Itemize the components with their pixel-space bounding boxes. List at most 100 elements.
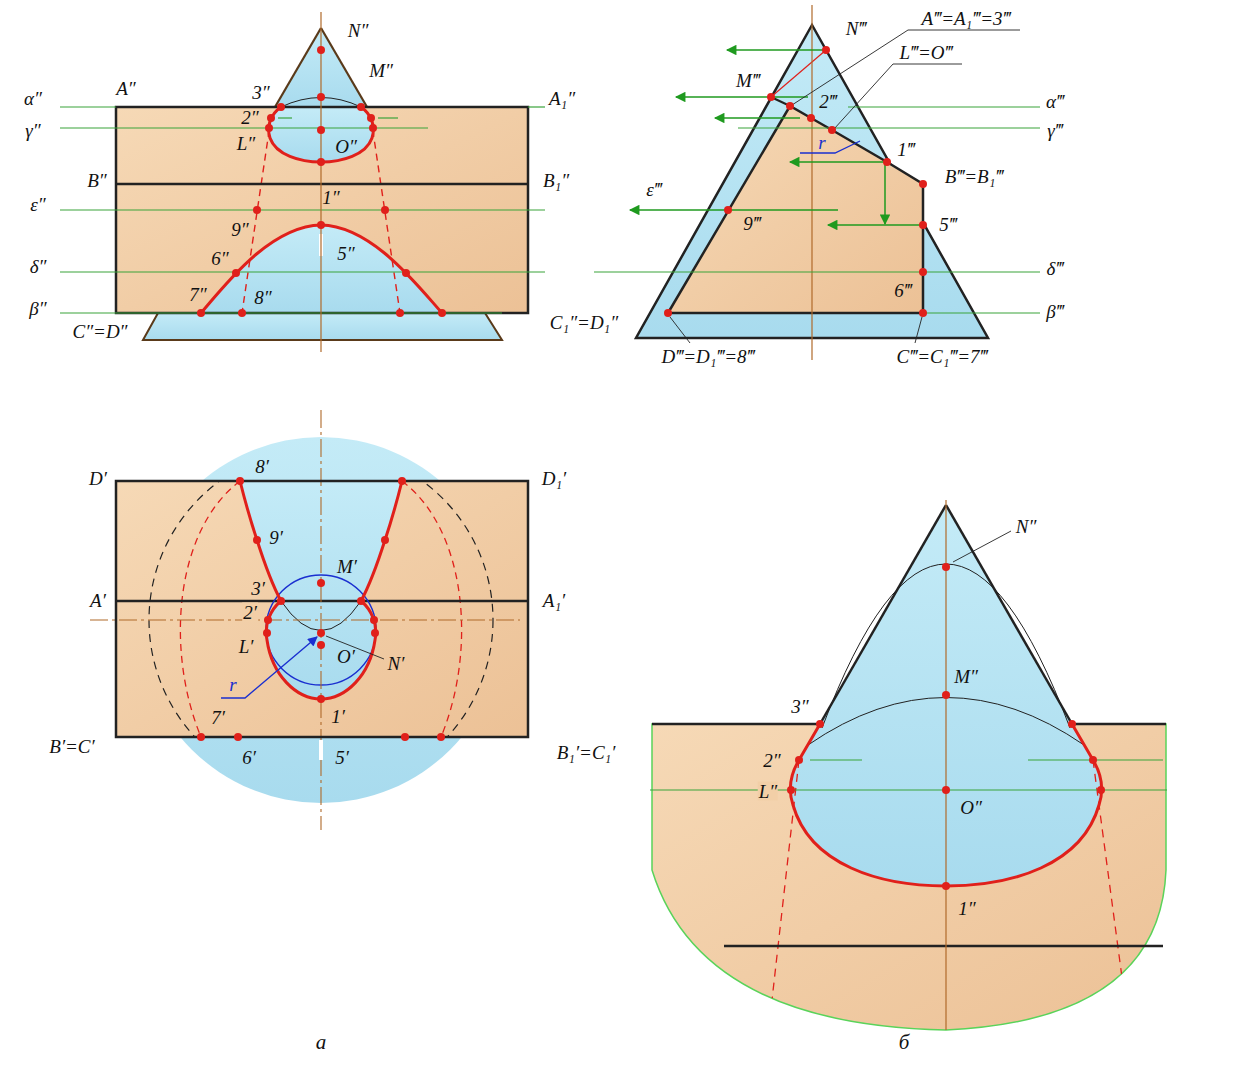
point-label: N‴ bbox=[845, 19, 868, 38]
point-label: 2′ bbox=[242, 603, 258, 622]
side-view bbox=[811, 5, 812, 360]
construction-point bbox=[942, 882, 950, 890]
point-label: O′ bbox=[336, 647, 356, 666]
construction-point bbox=[381, 536, 389, 544]
point-label: L″ bbox=[758, 782, 778, 801]
side-view bbox=[738, 127, 1040, 128]
top-view bbox=[116, 481, 528, 737]
enlarged-view bbox=[724, 945, 1163, 948]
side-view bbox=[800, 141, 860, 153]
enlarged-view bbox=[953, 531, 1011, 562]
side-view bbox=[630, 50, 921, 225]
point-label: 7″ bbox=[188, 285, 207, 304]
side-view bbox=[727, 49, 826, 51]
construction-point bbox=[942, 691, 950, 699]
side-view bbox=[715, 117, 800, 119]
point-label: 5′ bbox=[334, 748, 350, 767]
construction-point bbox=[357, 103, 365, 111]
construction-point bbox=[1089, 756, 1097, 764]
front-view bbox=[143, 313, 502, 340]
construction-point bbox=[795, 756, 803, 764]
point-label: 1″ bbox=[321, 188, 340, 207]
point-label: 6′ bbox=[241, 748, 257, 767]
construction-point bbox=[317, 221, 325, 229]
point-label: 3″ bbox=[251, 83, 270, 102]
point-label: 7′ bbox=[210, 708, 226, 727]
construction-point bbox=[398, 477, 406, 485]
construction-point bbox=[317, 158, 325, 166]
point-label: A‴=A₁‴=3‴ bbox=[921, 9, 1012, 28]
side-view bbox=[923, 312, 1040, 313]
construction-point bbox=[317, 93, 325, 101]
construction-point bbox=[370, 616, 378, 624]
front-view bbox=[275, 28, 321, 107]
enlarged-view bbox=[946, 505, 1072, 724]
point-label: A₁″ bbox=[548, 89, 576, 108]
point-label: 6″ bbox=[210, 249, 229, 268]
point-label: γ‴ bbox=[1046, 121, 1063, 140]
construction-point bbox=[197, 309, 205, 317]
top-view bbox=[319, 740, 323, 760]
point-label: L″ bbox=[236, 134, 256, 153]
enlarged-view bbox=[650, 760, 1167, 790]
point-label: 3″ bbox=[790, 697, 809, 716]
top-view bbox=[221, 637, 317, 698]
top-view bbox=[326, 636, 384, 659]
point-label: C‴=C₁‴=7‴ bbox=[895, 347, 988, 366]
point-label: B″ bbox=[86, 171, 108, 190]
panel-letter: б bbox=[898, 1032, 911, 1053]
front-view bbox=[116, 183, 528, 186]
point-label: β‴ bbox=[1045, 302, 1064, 321]
point-label: r bbox=[817, 133, 826, 152]
point-label: ε‴ bbox=[645, 180, 662, 199]
point-label: 2‴ bbox=[818, 92, 837, 111]
side-view bbox=[790, 161, 885, 163]
top-view bbox=[116, 481, 528, 737]
point-label: 9′ bbox=[268, 528, 284, 547]
construction-point bbox=[942, 563, 950, 571]
construction-point bbox=[277, 597, 285, 605]
point-label: 1‴ bbox=[896, 140, 915, 159]
point-label: 5‴ bbox=[938, 215, 957, 234]
front-view bbox=[60, 271, 545, 272]
side-view bbox=[848, 106, 1040, 107]
point-label: D‴=D₁‴=8‴ bbox=[660, 347, 755, 366]
construction-point bbox=[371, 629, 379, 637]
enlarged-view bbox=[652, 723, 820, 726]
point-label: L′ bbox=[238, 637, 255, 656]
construction-point bbox=[401, 733, 409, 741]
construction-point bbox=[828, 126, 836, 134]
point-label: A′ bbox=[89, 591, 107, 610]
point-label: ε″ bbox=[29, 195, 46, 214]
construction-point bbox=[369, 124, 377, 132]
construction-point bbox=[238, 309, 246, 317]
construction-point bbox=[232, 269, 240, 277]
point-label: A₁′ bbox=[542, 591, 566, 610]
enlarged-view bbox=[650, 500, 1167, 1030]
construction-point bbox=[767, 93, 775, 101]
point-label: M‴ bbox=[735, 71, 761, 90]
construction-point bbox=[197, 733, 205, 741]
side-view bbox=[670, 317, 690, 343]
enlarged-view bbox=[820, 505, 946, 724]
point-label: B′=C′ bbox=[48, 737, 95, 756]
side-view bbox=[594, 5, 1040, 360]
point-label: 8″ bbox=[253, 288, 272, 307]
construction-point bbox=[438, 309, 446, 317]
point-label: 6‴ bbox=[893, 281, 912, 300]
construction-point bbox=[253, 206, 261, 214]
construction-point bbox=[919, 309, 927, 317]
construction-point bbox=[317, 579, 325, 587]
front-view bbox=[60, 106, 116, 107]
point-label: β″ bbox=[28, 299, 47, 318]
point-label: C″=D″ bbox=[71, 322, 128, 341]
enlarged-view bbox=[772, 760, 1125, 1000]
point-label: O″ bbox=[959, 798, 983, 817]
point-label: r bbox=[228, 675, 237, 694]
construction-point bbox=[786, 102, 794, 110]
panel-letter: а bbox=[315, 1032, 328, 1053]
construction-point bbox=[253, 536, 261, 544]
construction-point bbox=[396, 309, 404, 317]
